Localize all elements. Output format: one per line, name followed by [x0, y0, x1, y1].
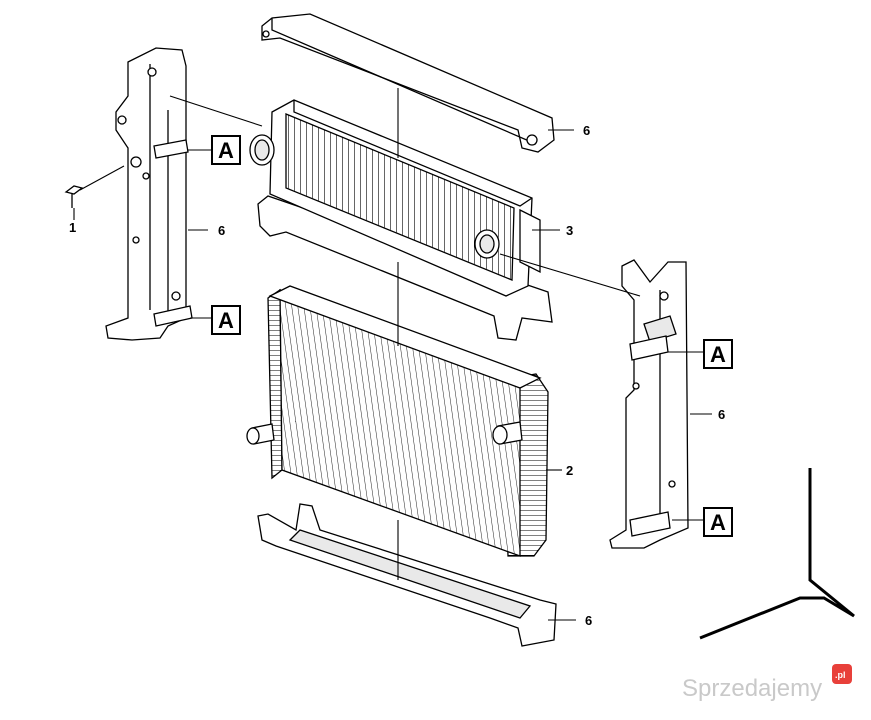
- callout-part-1: 1: [69, 220, 76, 235]
- callout-part-6-bottom: 6: [585, 613, 592, 628]
- callout-part-6-right: 6: [718, 407, 725, 422]
- detail-box-a-2: A: [211, 305, 241, 335]
- svg-text:A: A: [710, 510, 726, 535]
- watermark-badge: [832, 664, 852, 684]
- detail-box-a-1: A: [211, 135, 241, 165]
- intercooler-assembly: [249, 99, 553, 341]
- left-side-bracket: [105, 47, 193, 341]
- callout-part-6-top: 6: [583, 123, 590, 138]
- right-side-bracket: [609, 259, 689, 549]
- watermark-badge-text: .pl: [835, 670, 846, 680]
- detail-box-a-3: A: [703, 339, 733, 369]
- direction-arrow-icon: [699, 468, 855, 640]
- svg-text:A: A: [218, 308, 234, 333]
- callout-part-3: 3: [566, 223, 573, 238]
- top-shroud-bracket: [261, 13, 555, 153]
- callout-part-2: 2: [566, 463, 573, 478]
- bottom-shroud-tray: [257, 503, 557, 647]
- detail-box-a-4: A: [703, 507, 733, 537]
- watermark: Sprzedajemy .pl: [682, 664, 852, 702]
- svg-text:A: A: [710, 342, 726, 367]
- svg-text:A: A: [218, 138, 234, 163]
- leader-lines: [73, 88, 712, 621]
- callout-part-6-left: 6: [218, 223, 225, 238]
- watermark-text: Sprzedajemy: [682, 675, 822, 702]
- drain-valve-part: [64, 185, 84, 208]
- radiator-assembly: [246, 285, 549, 557]
